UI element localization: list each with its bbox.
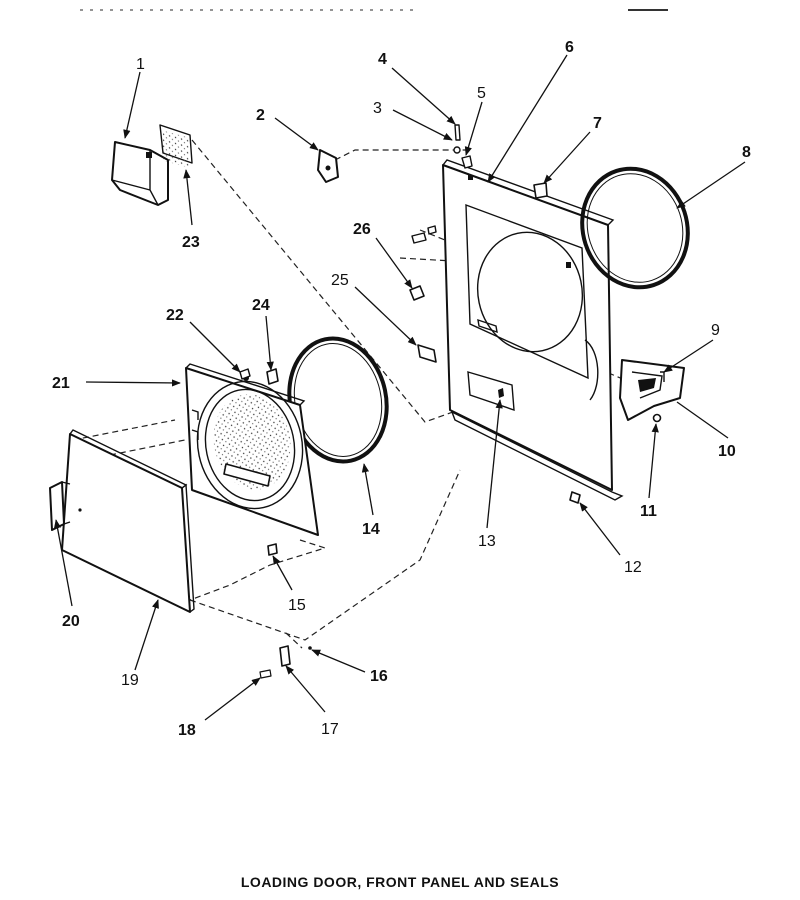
callout-labels: 1 2 3 4 5 6 7 8 9 10 11 12 13 14 15 16 1… <box>52 39 751 739</box>
part-1-control-housing <box>111 141 169 206</box>
callout-16: 16 <box>370 668 388 685</box>
part-26-25-clips <box>409 285 437 363</box>
callout-11: 11 <box>640 503 657 520</box>
callout-25: 25 <box>331 272 349 289</box>
part-8-seal-ring <box>580 166 690 290</box>
part-2-bracket <box>317 149 339 183</box>
callout-12: 12 <box>624 559 642 576</box>
small-fasteners-door <box>239 368 279 556</box>
part-20-door-handle <box>49 481 71 531</box>
callout-2: 2 <box>256 107 265 124</box>
part-16-17-18-lower-hinge <box>259 645 312 679</box>
small-fasteners-right <box>498 388 662 504</box>
leader-lines <box>53 54 746 721</box>
callout-23: 23 <box>182 234 200 251</box>
callout-13: 13 <box>478 533 496 550</box>
callout-24: 24 <box>252 297 270 314</box>
callout-6: 6 <box>565 39 574 56</box>
callout-3: 3 <box>373 100 382 117</box>
callout-9: 9 <box>711 322 720 339</box>
part-23-label-plate <box>159 124 193 168</box>
callout-21: 21 <box>52 375 70 392</box>
callout-22: 22 <box>166 307 184 324</box>
diagram-caption: LOADING DOOR, FRONT PANEL AND SEALS <box>240 874 560 890</box>
callout-7: 7 <box>593 115 602 132</box>
part-9-10-hinge-bracket <box>619 359 685 421</box>
callout-4: 4 <box>378 51 387 68</box>
small-fasteners-top <box>411 124 548 244</box>
callout-20: 20 <box>62 613 80 630</box>
part-6-front-panel <box>442 159 624 501</box>
callout-17: 17 <box>321 721 339 738</box>
callout-15: 15 <box>288 597 306 614</box>
callout-5: 5 <box>477 85 486 102</box>
callout-10: 10 <box>718 443 736 460</box>
callout-1: 1 <box>136 56 145 73</box>
part-19-outer-door <box>61 429 195 613</box>
callout-18: 18 <box>178 722 196 739</box>
part-21-inner-door <box>185 363 319 536</box>
callout-14: 14 <box>362 521 380 538</box>
callout-26: 26 <box>353 221 371 238</box>
callout-19: 19 <box>121 672 139 689</box>
callout-8: 8 <box>742 144 751 161</box>
